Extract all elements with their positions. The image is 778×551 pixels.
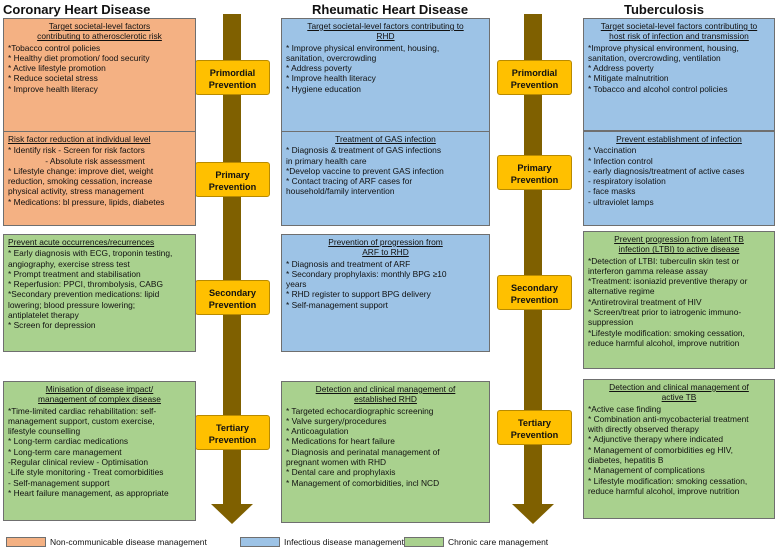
box-chd-tertiary: Minisation of disease impact/management …	[3, 381, 196, 521]
box-chd-secondary: Prevent acute occurrences/recurrences * …	[3, 234, 196, 352]
legend-swatch-ncd	[6, 537, 46, 547]
column-title-rhd: Rheumatic Heart Disease	[312, 2, 469, 17]
box-chd-primary: Risk factor reduction at individual leve…	[3, 131, 196, 226]
legend-swatch-infectious	[240, 537, 280, 547]
legend-label-infectious: Infectious disease management	[284, 537, 405, 547]
arrow-column-1	[211, 14, 253, 524]
legend-swatch-chronic	[404, 537, 444, 547]
box-tb-primordial: Target societal-level factors contributi…	[583, 18, 775, 131]
legend-chronic: Chronic care management	[404, 536, 548, 548]
box-title: Target societal-level factors contributi…	[600, 21, 758, 42]
column-title-tb: Tuberculosis	[624, 2, 704, 17]
legend-label-chronic: Chronic care management	[448, 537, 549, 547]
box-rhd-primary: Treatment of GAS infection * Diagnosis &…	[281, 131, 490, 226]
box-title: Prevent acute occurrences/recurrences	[8, 237, 155, 247]
legend-label-ncd: Non-communicable disease management	[50, 537, 207, 547]
box-tb-primary: Prevent establishment of infection * Vac…	[583, 131, 775, 226]
box-title: Risk factor reduction at individual leve…	[8, 134, 151, 144]
arrow-column-2	[512, 14, 554, 524]
legend-ncd: Non-communicable disease management	[6, 536, 207, 548]
box-title: Target societal-level factors contributi…	[307, 21, 464, 42]
legend-infectious: Infectious disease management	[240, 536, 404, 548]
box-title: Prevent establishment of infection	[616, 134, 742, 144]
box-title: Minisation of disease impact/management …	[38, 384, 161, 405]
column-title-chd: Coronary Heart Disease	[3, 2, 151, 17]
box-title: Treatment of GAS infection	[335, 134, 436, 144]
box-rhd-primordial: Target societal-level factors contributi…	[281, 18, 490, 143]
